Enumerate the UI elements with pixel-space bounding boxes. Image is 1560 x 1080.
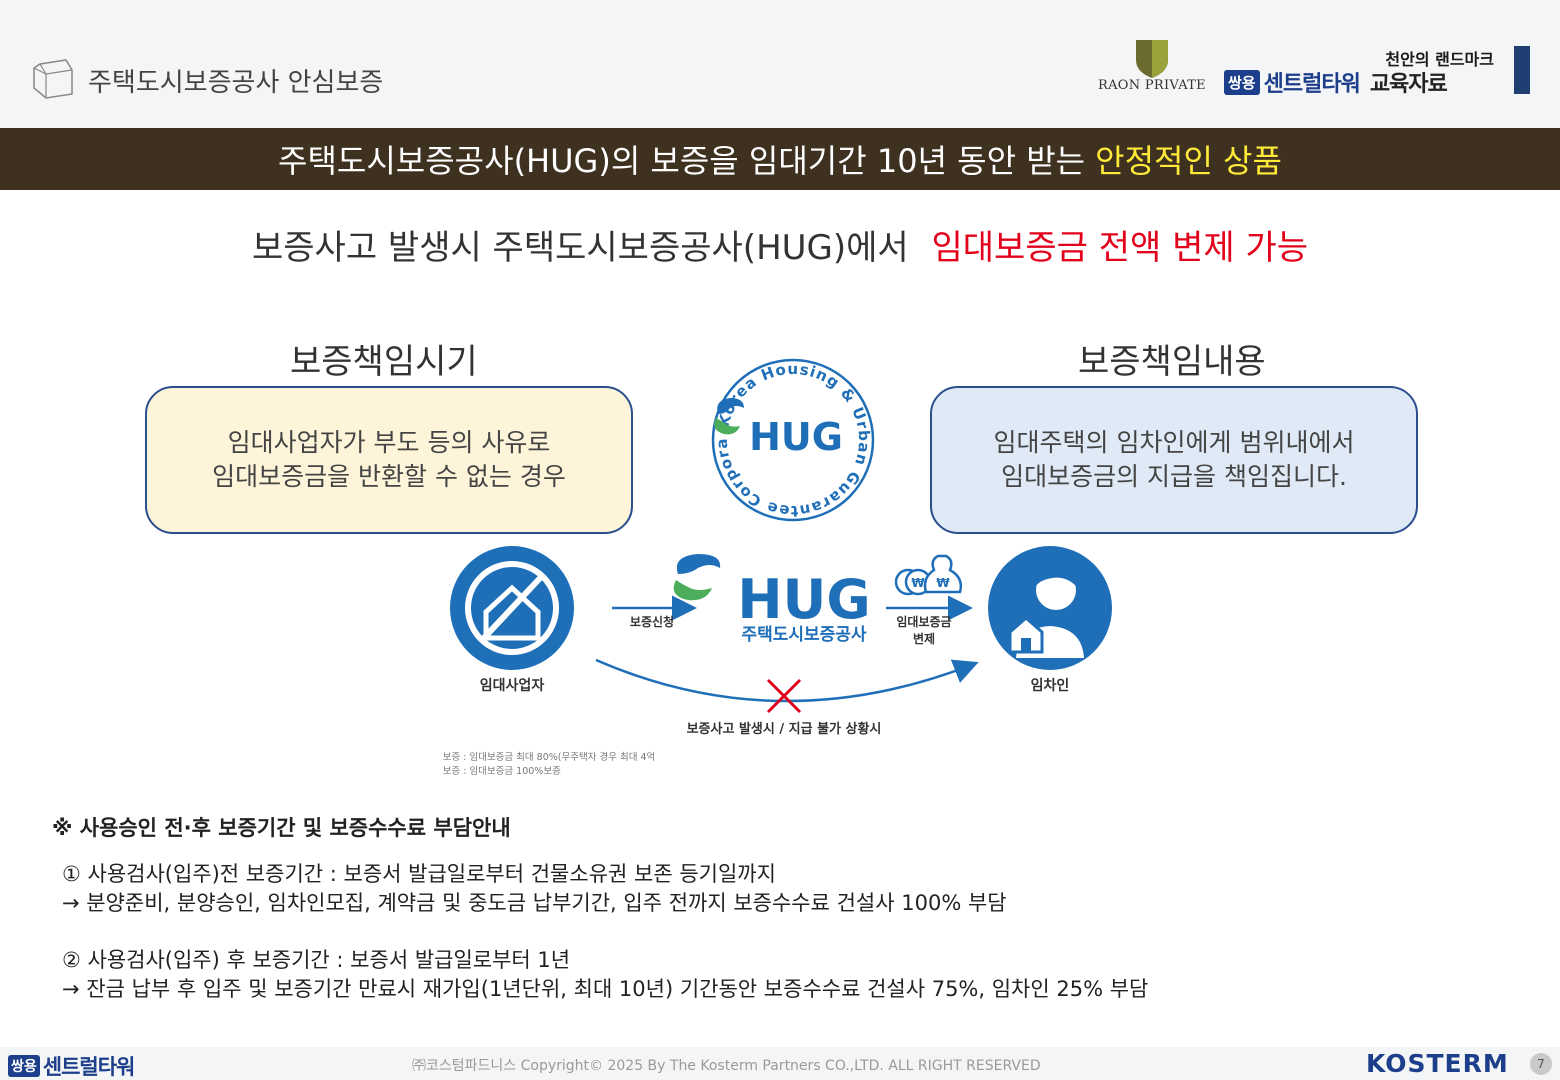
copyright-text: ㈜코스텀파드니스 Copyright© 2025 By The Kosterm …: [412, 1058, 1041, 1074]
page-number: 7: [1530, 1053, 1552, 1075]
brand-logo: 쌍용 센트럴타워 교육자료: [1224, 66, 1448, 98]
brand-suffix: 교육자료: [1369, 72, 1448, 97]
headline-banner: 주택도시보증공사(HUG)의 보증을 임대기간 10년 동안 받는 안정적인 상…: [0, 128, 1560, 190]
subheading-text: 보증사고 발생시 주택도시보증공사(HUG)에서: [251, 228, 909, 268]
brand-badge: 쌍용: [1224, 69, 1260, 95]
seal-swirl-icon: [714, 398, 744, 435]
guarantee-flow-diagram: 임대사업자 보증신청 HUG 주택도시보증공사 ₩ ₩ 임대보증금 변제 임차인…: [440, 546, 1112, 777]
note-item-2: ② 사용검사(입주) 후 보증기간 : 보증서 발급일로부터 1년: [62, 948, 571, 972]
left-box-line2: 임대보증금을 반환할 수 없는 경우: [212, 462, 566, 491]
brand-name: 센트럴타워: [1263, 72, 1361, 97]
tenant-label: 임차인: [1031, 677, 1070, 694]
footer-brand-logo: 쌍용 센트럴타워: [8, 1051, 136, 1080]
direct-repay-curve: [595, 658, 979, 703]
brand-tagline: 천안의 랜드마크: [1385, 50, 1494, 69]
subheading: 보증사고 발생시 주택도시보증공사(HUG)에서 임대보증금 전액 변제 가능: [0, 220, 1560, 269]
note-item-1: ① 사용검사(입주)전 보증기간 : 보증서 발급일로부터 건물소유권 보존 등…: [62, 862, 776, 886]
left-info-box: 임대사업자가 부도 등의 사유로 임대보증금을 반환할 수 없는 경우: [145, 386, 633, 534]
note-item-1-detail: → 분양준비, 분양승인, 임차인모집, 계약금 및 중도금 납부기간, 입주 …: [62, 891, 1007, 915]
right-info-box: 임대주택의 임차인에게 범위내에서 임대보증금의 지급을 책임집니다.: [930, 386, 1418, 534]
repay-label-line1: 임대보증금: [896, 615, 951, 629]
repay-label-line2: 변제: [913, 631, 935, 646]
svg-text:₩: ₩: [911, 576, 925, 590]
raon-shield-icon: [1136, 40, 1168, 78]
note-spacer: [52, 918, 1352, 946]
right-box-line2: 임대보증금의 지급을 책임집니다.: [1001, 462, 1347, 491]
small-note-1: HUG 준공 전 보증 : 임대보증금 최대 80%(무주택자 경우 최대 4억: [440, 751, 655, 763]
page-title: 주택도시보증공사 안심보증: [88, 68, 384, 98]
banner-text: 주택도시보증공사(HUG)의 보증을 임대기간 10년 동안 받는: [278, 142, 1086, 180]
hug-swirl-icon: [673, 554, 721, 601]
notes-title: ※ 사용승인 전·후 보증기간 및 보증수수료 부담안내: [52, 816, 511, 840]
note-item-2-detail: → 잔금 납부 후 입주 및 보증기간 만료시 재가입(1년단위, 최대 10년…: [62, 977, 1149, 1001]
footer-brand-name: 센트럴타워: [42, 1055, 136, 1079]
footer-badge: 쌍용: [8, 1055, 40, 1077]
tenant-person-icon: [988, 546, 1112, 670]
svg-text:₩: ₩: [936, 576, 950, 590]
seal-hug-text: HUG: [749, 415, 843, 459]
top-accent-bar: [1514, 46, 1530, 94]
hug-name: 주택도시보증공사: [741, 625, 866, 645]
small-note-2: HUG 준공 후 보증 : 임대보증금 100%보증: [440, 765, 561, 777]
right-section-title: 보증책임내용: [1078, 342, 1266, 382]
top-bar: [0, 0, 1560, 128]
hug-logo-text: HUG: [737, 568, 870, 631]
subheading-highlight: 임대보증금 전액 변제 가능: [931, 228, 1309, 268]
banner-highlight: 안정적인 상품: [1095, 142, 1282, 180]
raon-label: RAON PRIVATE: [1098, 78, 1206, 93]
landlord-no-house-icon: [450, 546, 574, 670]
cube-icon: [33, 59, 73, 99]
hug-seal: Korea Housing & Urban Guarantee Corporat…: [700, 356, 875, 522]
blocked-x-icon: [766, 678, 802, 714]
money-coins-icon: ₩ ₩: [894, 554, 963, 596]
left-section-title: 보증책임시기: [290, 342, 478, 382]
right-box-line1: 임대주택의 임차인에게 범위내에서: [993, 428, 1355, 457]
left-box-line1: 임대사업자가 부도 등의 사유로: [227, 428, 551, 457]
guarantee-notes: ※ 사용승인 전·후 보증기간 및 보증수수료 부담안내 ① 사용검사(입주)전…: [52, 812, 1352, 1004]
landlord-label: 임대사업자: [480, 678, 545, 694]
apply-label: 보증신청: [630, 614, 674, 629]
footer-bar: [0, 1047, 1560, 1080]
kosterm-logo: KOSTERM: [1366, 1049, 1509, 1078]
accident-label: 보증사고 발생시 / 지급 불가 상황시: [687, 721, 882, 737]
